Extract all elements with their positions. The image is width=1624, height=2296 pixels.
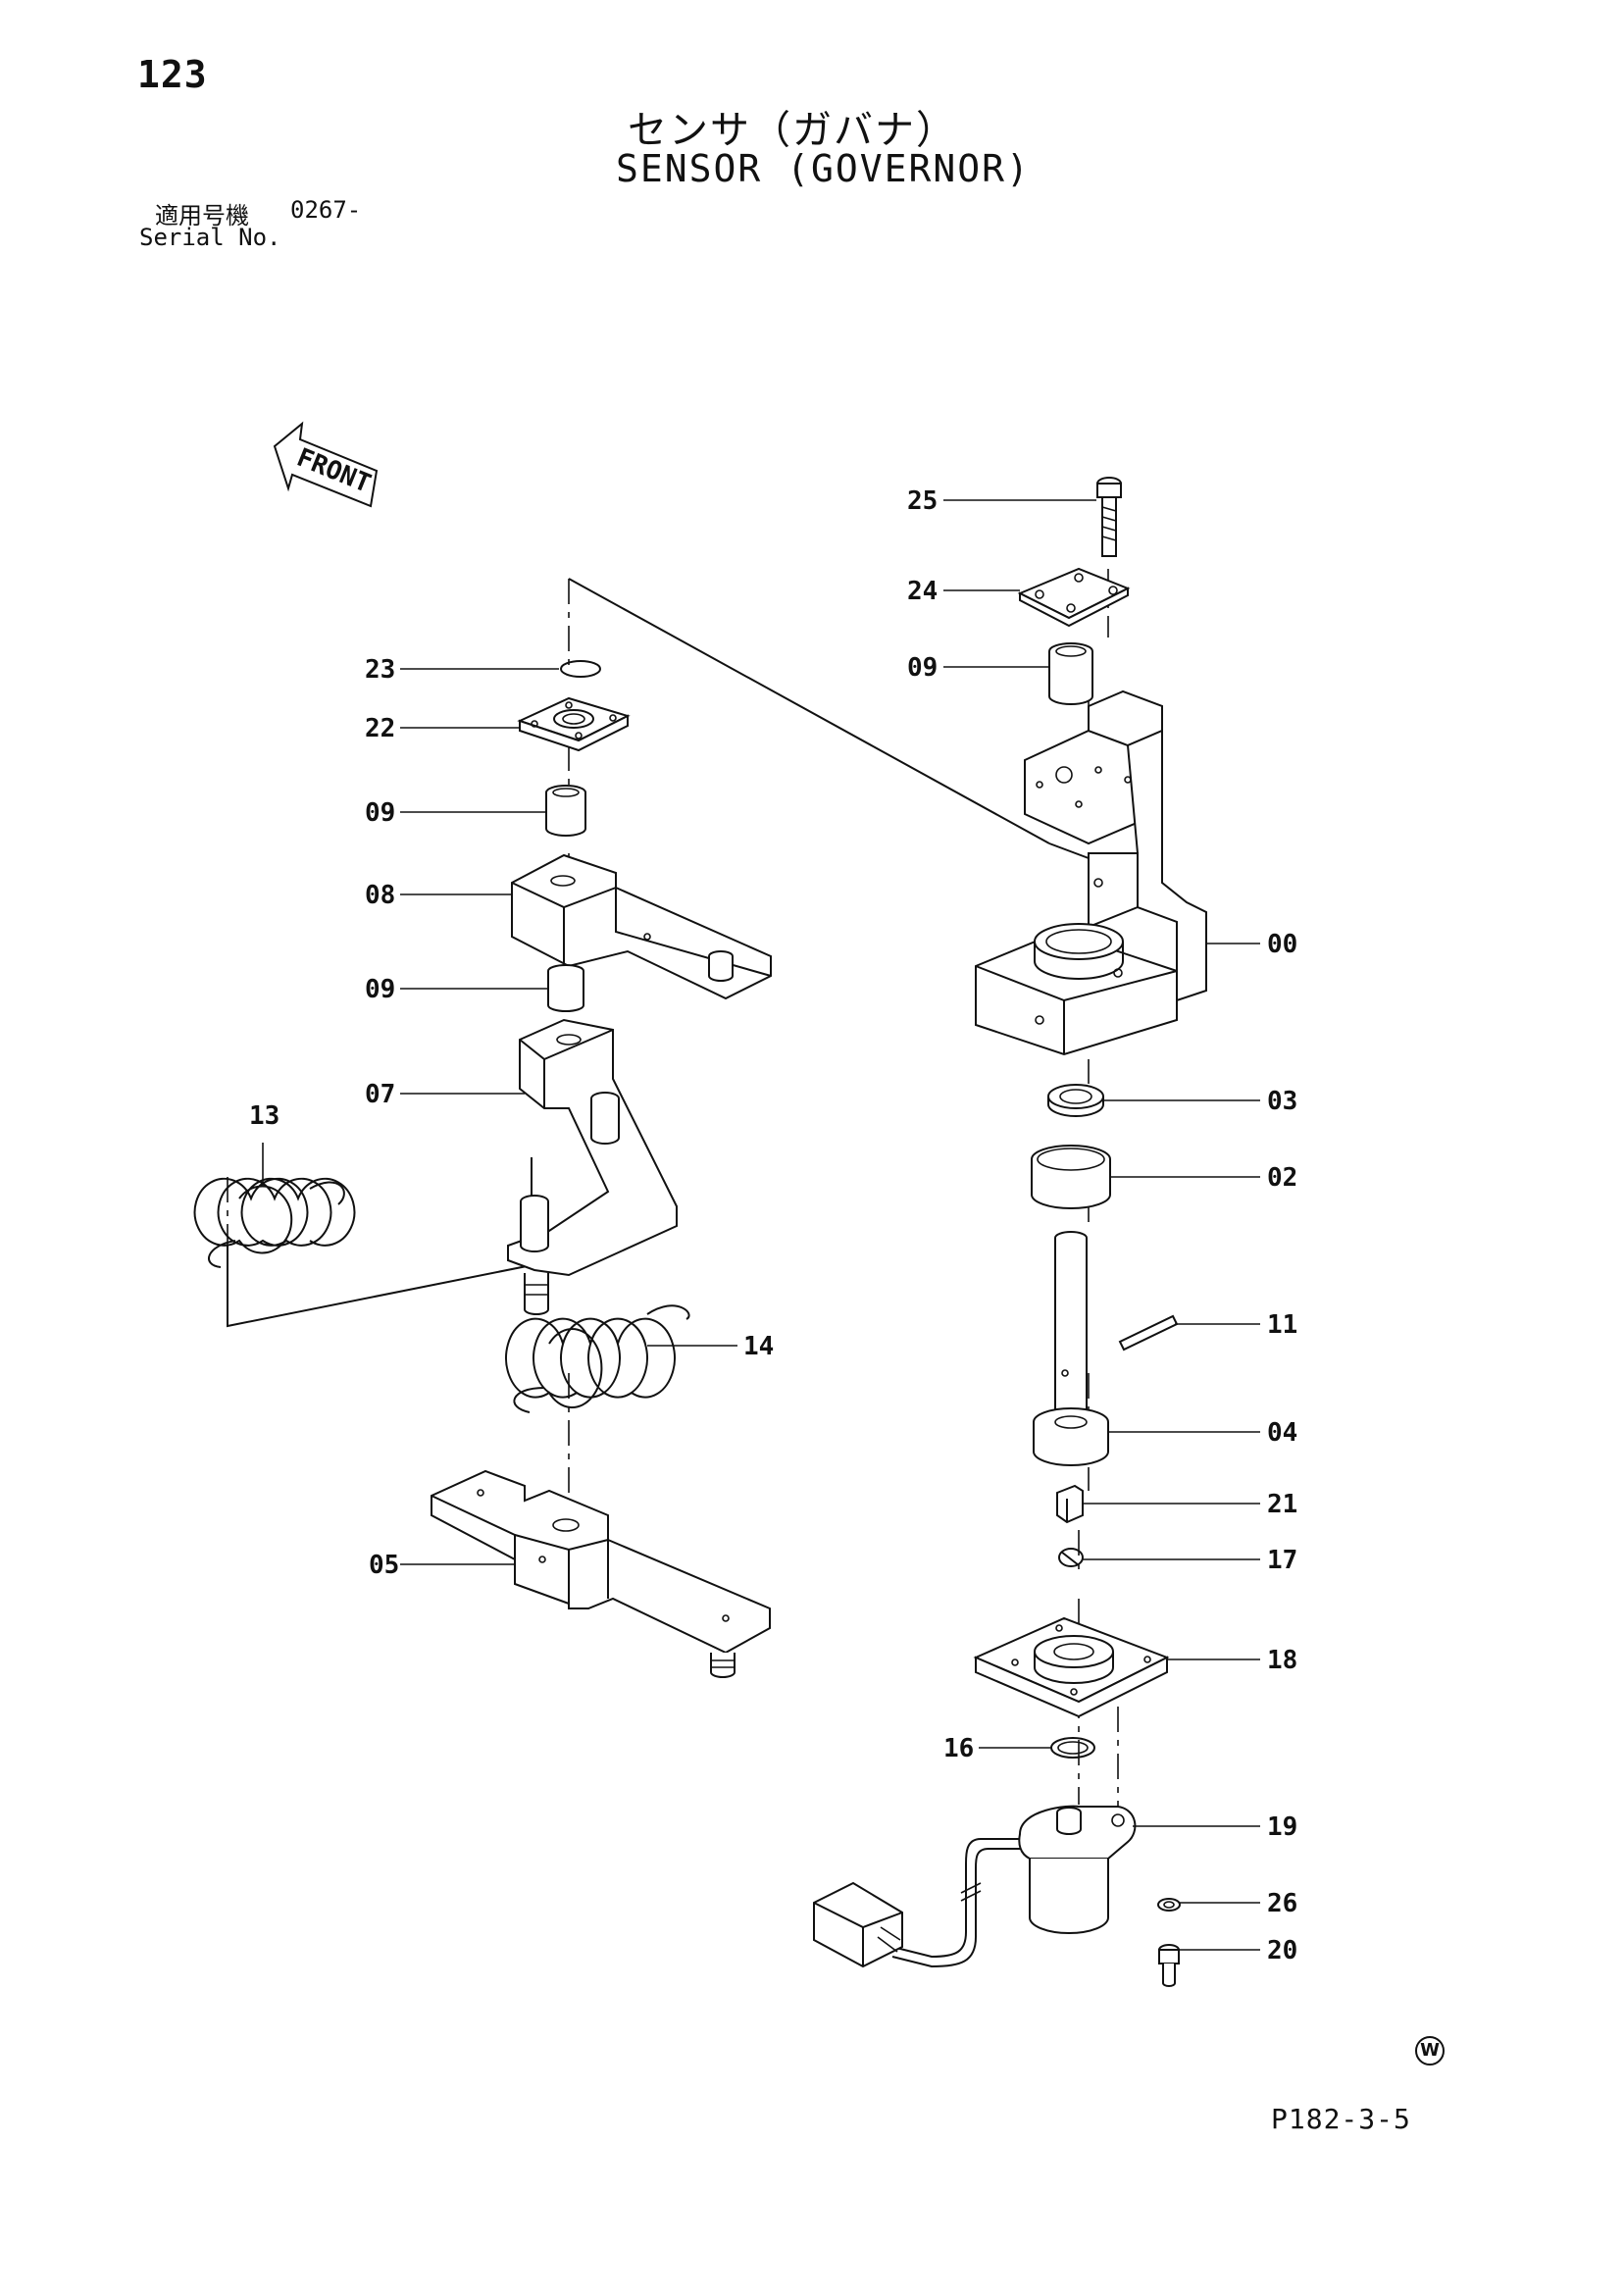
- callout-13: 13: [249, 1101, 279, 1131]
- callout-09-upper-left: 09: [365, 798, 395, 828]
- page-title: SENSOR (GOVERNOR): [616, 147, 1031, 190]
- part-14-spring-right: [505, 1304, 690, 1413]
- callout-25: 25: [907, 486, 938, 516]
- page-title-japanese: センサ（ガバナ）: [628, 108, 957, 153]
- part-00-sensor-housing: [975, 689, 1207, 1056]
- callout-23: 23: [365, 655, 395, 685]
- callout-24: 24: [907, 577, 938, 606]
- callout-03: 03: [1267, 1087, 1297, 1116]
- part-13-spring-left: [193, 1177, 356, 1268]
- part-05-lever-plate: [431, 1469, 771, 1678]
- serial-label: Serial No.: [139, 224, 281, 251]
- part-26-washer: [1157, 1898, 1181, 1912]
- page-number: 123: [137, 53, 208, 96]
- callout-00: 00: [1267, 930, 1297, 959]
- callout-22: 22: [365, 714, 395, 743]
- callout-07: 07: [365, 1080, 395, 1109]
- part-17-snap-ring: [1058, 1548, 1084, 1567]
- part-22-flange: [517, 696, 631, 752]
- part-09-bushing-upper-right: [1048, 642, 1093, 705]
- callout-labels: 25 24 09 23 22 09 08 09 07 13 14 05 00 0…: [249, 486, 1297, 1965]
- callout-08: 08: [365, 881, 395, 910]
- callout-05: 05: [369, 1551, 399, 1580]
- part-24-cover-plate: [1017, 567, 1131, 628]
- part-16-o-ring: [1050, 1737, 1095, 1759]
- part-20-screw: [1158, 1944, 1180, 1987]
- serial-number: 0267-: [290, 196, 362, 224]
- callout-17: 17: [1267, 1546, 1297, 1575]
- callout-18: 18: [1267, 1646, 1297, 1675]
- callout-26: 26: [1267, 1889, 1297, 1918]
- callout-09-upper-right: 09: [907, 653, 938, 683]
- part-18-base-plate: [973, 1616, 1170, 1718]
- callout-21: 21: [1267, 1490, 1297, 1519]
- w-symbol-mark: W: [1415, 2036, 1445, 2066]
- part-21-clip: [1056, 1484, 1084, 1524]
- callout-19: 19: [1267, 1812, 1297, 1842]
- front-direction-arrow: FRONT: [273, 421, 379, 508]
- part-07-arm: [507, 1018, 678, 1315]
- part-04-shaft: [1033, 1231, 1109, 1466]
- serial-label-japanese: 適用号機: [155, 202, 249, 230]
- part-19-governor-sensor: [813, 1805, 1137, 1968]
- part-09-bushing-upper-left: [545, 785, 586, 837]
- callout-11: 11: [1267, 1310, 1297, 1340]
- part-03-seal: [1047, 1084, 1104, 1117]
- part-11-pin: [1118, 1314, 1179, 1352]
- callout-09-lower-left: 09: [365, 975, 395, 1004]
- part-09-bushing-lower-left: [547, 964, 584, 1012]
- part-23-o-ring: [560, 660, 601, 678]
- page-code: P182-3-5: [1271, 2103, 1411, 2135]
- callout-16: 16: [943, 1734, 974, 1763]
- callout-20: 20: [1267, 1936, 1297, 1965]
- callout-leaders: [262, 499, 1260, 1951]
- callout-02: 02: [1267, 1163, 1297, 1193]
- callout-04: 04: [1267, 1418, 1297, 1448]
- part-02-sleeve: [1031, 1145, 1111, 1209]
- part-08-lever: [511, 853, 772, 1000]
- callout-14: 14: [743, 1332, 774, 1361]
- part-25-bolt: [1096, 477, 1122, 557]
